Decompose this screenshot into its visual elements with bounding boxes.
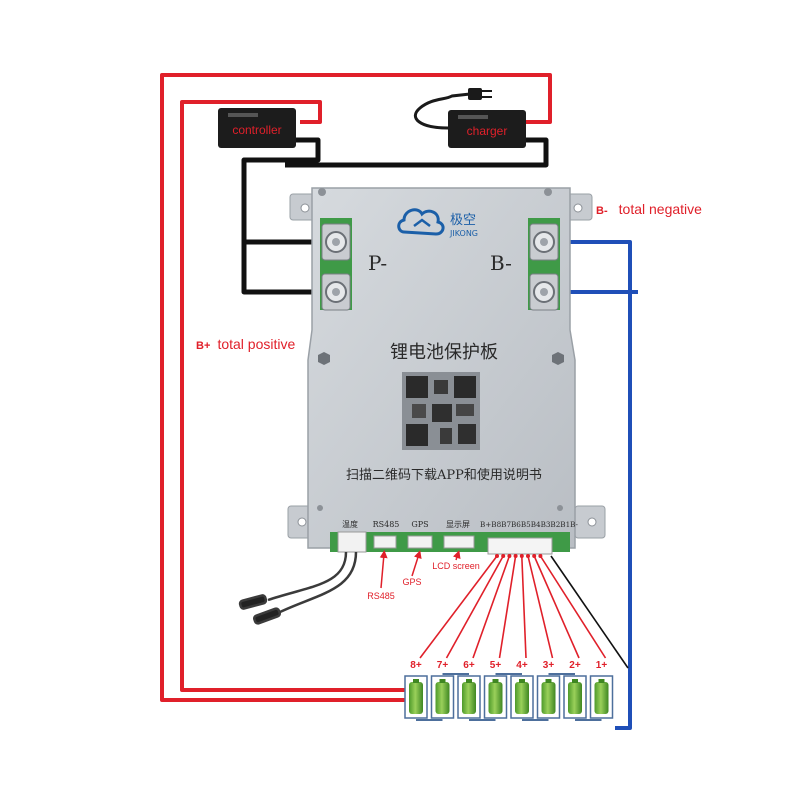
battery-cell-cap xyxy=(413,679,419,683)
balance-pin xyxy=(513,554,518,558)
battery-cell xyxy=(541,682,556,714)
charger-label: charger xyxy=(467,124,508,138)
b-minus-text: total negative xyxy=(619,201,702,217)
balance-lead xyxy=(527,555,554,659)
port-label-gps: GPS xyxy=(411,520,428,529)
plug-icon xyxy=(413,88,492,130)
rs485-annotation: RS485 xyxy=(367,591,395,601)
board-title: 锂电池保护板 xyxy=(390,342,498,363)
cell-label: 3+ xyxy=(543,660,555,671)
balance-pin xyxy=(501,554,506,558)
controller-label: controller xyxy=(232,123,281,137)
board-instruction: 扫描二维码下载APP和使用说明书 xyxy=(346,467,542,483)
b-plus-text: total positive xyxy=(217,336,295,352)
battery-cells: 8+ 7+ 6+ 5+ 4+ 3+ 2+ 1+ xyxy=(404,660,614,721)
balance-pin xyxy=(532,554,537,558)
cloud-logo-icon xyxy=(397,208,445,236)
cell-label: 6+ xyxy=(463,660,475,671)
temperature-probe-icon xyxy=(238,551,358,625)
battery-cell-cap xyxy=(545,679,552,683)
cell-label: 2+ xyxy=(569,660,581,671)
battery-cell-cap xyxy=(598,679,605,683)
total-positive-wire xyxy=(160,73,552,702)
qr-code-icon xyxy=(402,372,480,450)
b-minus-annotation: B- total negative xyxy=(596,201,702,217)
cell-label: 7+ xyxy=(437,660,449,671)
cell-label: 1+ xyxy=(596,660,608,671)
protection-board xyxy=(287,187,606,549)
temperature-connector xyxy=(337,531,367,553)
balance-lead xyxy=(539,555,607,659)
battery-cell xyxy=(435,682,450,714)
gps-connector xyxy=(407,535,433,549)
cell-interconnects xyxy=(416,673,602,721)
battery-cell xyxy=(594,682,609,714)
battery-cell-cap xyxy=(439,679,446,683)
balance-lead xyxy=(419,555,498,659)
display-connector xyxy=(443,535,475,549)
port-label-temp: 温度 xyxy=(342,519,358,529)
rs485-connector xyxy=(373,535,397,549)
b-minus-terminal xyxy=(529,223,559,311)
balance-connector xyxy=(487,537,553,555)
battery-cell xyxy=(568,682,582,714)
brand-name-cn: 极空 xyxy=(450,213,476,228)
balance-pin xyxy=(507,554,512,558)
battery-cell xyxy=(488,682,503,714)
balance-pin xyxy=(526,554,530,558)
balance-lead-negative xyxy=(550,555,629,669)
balance-lead xyxy=(498,555,517,659)
battery-cell xyxy=(409,682,423,714)
battery-cell xyxy=(515,682,529,714)
cell-label: 5+ xyxy=(490,660,502,671)
battery-cell-cap xyxy=(519,679,525,683)
balance-lead xyxy=(521,555,527,659)
lcd-annotation: LCD screen xyxy=(432,561,480,571)
battery-cell-cap xyxy=(492,679,499,683)
p-minus-terminal xyxy=(321,223,351,311)
port-label-balance: B+B8B7B6B5B4B3B2B1B- xyxy=(480,520,579,529)
cell-label: 4+ xyxy=(516,660,528,671)
brand-name-en: JIKONG xyxy=(449,229,478,238)
balance-pin xyxy=(495,554,499,558)
balance-lead xyxy=(445,555,504,659)
b-minus-prefix: B- xyxy=(596,205,608,217)
balance-pin xyxy=(519,554,524,558)
port-label-display: 显示屏 xyxy=(446,520,470,529)
balance-lead xyxy=(533,555,580,659)
balance-leads xyxy=(419,554,629,669)
b-plus-annotation: B+ total positive xyxy=(196,336,295,352)
gps-annotation: GPS xyxy=(402,577,421,587)
b-plus-prefix: B+ xyxy=(196,340,210,352)
balance-lead xyxy=(472,555,511,659)
port-arrows xyxy=(379,550,461,589)
b-minus-label: B- xyxy=(490,251,512,275)
charger-device: charger xyxy=(448,110,526,148)
battery-cell-cap xyxy=(572,679,578,683)
battery-cell-cap xyxy=(466,679,472,683)
balance-pin xyxy=(538,554,543,558)
port-label-rs485: RS485 xyxy=(373,520,400,529)
battery-cell xyxy=(462,682,476,714)
controller-device: controller xyxy=(218,108,296,148)
p-minus-label: P- xyxy=(368,251,387,275)
cell-label: 8+ xyxy=(410,660,422,671)
